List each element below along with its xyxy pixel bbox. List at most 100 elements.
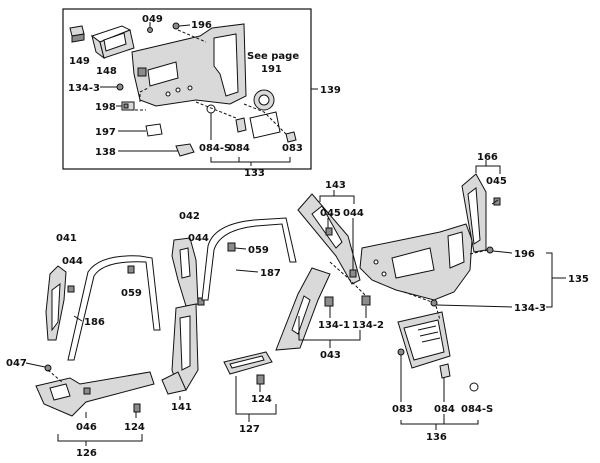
- callout-135: 135: [568, 274, 589, 285]
- part-083-clip-top: [285, 131, 297, 143]
- part-134-1-clip: [324, 296, 334, 307]
- part-133-lid: [249, 111, 281, 139]
- assembly-line-8: [469, 249, 489, 255]
- callout-133: 133: [244, 168, 265, 179]
- bracket-127: [235, 376, 277, 415]
- part-042-center-pillar: [171, 237, 199, 307]
- callout-047: 047: [6, 358, 27, 369]
- callout-059-center: 059: [248, 245, 269, 256]
- part-187-weatherstrip: [201, 217, 297, 301]
- callout-046: 046: [76, 422, 97, 433]
- part-059-clip-center: [227, 242, 247, 252]
- callout-084s-top: 084-S: [199, 143, 231, 154]
- part-124-clip-center: [256, 374, 265, 392]
- part-197-cover: [118, 123, 163, 137]
- callout-126: 126: [76, 448, 97, 459]
- part-149-clip: [69, 25, 85, 43]
- callout-084-top: 084: [229, 143, 250, 154]
- assembly-line-6: [47, 369, 63, 383]
- callout-134-3-top: 134-3: [68, 83, 100, 94]
- part-043-arch-trim: [275, 267, 331, 351]
- callout-see-page: See page: [247, 51, 299, 62]
- callout-044-left: 044: [62, 256, 83, 267]
- part-127-scuff-plate: [223, 351, 273, 375]
- part-136-compartment-lid: [397, 311, 451, 369]
- part-041-pillar-trim: [45, 265, 67, 341]
- callout-041: 041: [56, 233, 77, 244]
- bracket-135: [546, 252, 553, 308]
- callout-134-2: 134-2: [352, 320, 384, 331]
- callout-187: 187: [260, 268, 281, 279]
- callout-143: 143: [325, 180, 346, 191]
- callout-084-right: 084: [434, 404, 455, 415]
- callout-197: 197: [95, 127, 116, 138]
- assembly-line-10: [435, 305, 441, 321]
- part-124-clip-left: [133, 403, 141, 413]
- callout-166: 166: [477, 152, 498, 163]
- callout-127: 127: [239, 424, 260, 435]
- part-139-panel: [131, 23, 247, 107]
- callout-186: 186: [84, 317, 105, 328]
- leader-187: [235, 269, 259, 273]
- bracket-133: [210, 157, 291, 163]
- bracket-126: [57, 434, 143, 442]
- leader-186: [73, 315, 83, 322]
- leader-045-right: [491, 199, 499, 205]
- callout-149: 149: [69, 56, 90, 67]
- callout-124-left: 124: [124, 422, 145, 433]
- callout-084s-right: 084-S: [461, 404, 493, 415]
- callout-042: 042: [179, 211, 200, 222]
- callout-196-right: 196: [514, 249, 535, 260]
- callout-148: 148: [96, 66, 117, 77]
- callout-139: 139: [320, 85, 341, 96]
- bracket-166: [475, 165, 501, 174]
- callout-see-page-number: 191: [261, 64, 282, 75]
- part-166-pillar-trim: [461, 173, 487, 253]
- callout-136: 136: [426, 432, 447, 443]
- part-084-bracket-right: [439, 363, 451, 402]
- part-045-clip-right: [493, 197, 501, 206]
- part-083-clip-right: [397, 348, 405, 402]
- part-138-lamp: [118, 143, 195, 157]
- callout-141: 141: [171, 402, 192, 413]
- part-198-hook: [116, 101, 135, 111]
- part-135-quarter-trim: [359, 223, 473, 301]
- assembly-line-3: [195, 101, 237, 119]
- assembly-line-1: [139, 87, 149, 102]
- callout-083-top: 083: [282, 143, 303, 154]
- bracket-136: [400, 420, 479, 425]
- part-196-clip-right: [486, 246, 513, 254]
- callout-198: 198: [95, 102, 116, 113]
- part-143-quarter-pillar: [297, 193, 361, 285]
- assembly-line-7: [329, 261, 367, 297]
- part-084-bracket-top: [235, 117, 247, 133]
- part-084s-screw-right: [469, 382, 479, 392]
- callout-134-3-right: 134-3: [514, 303, 546, 314]
- part-045-clip-mid: [325, 227, 333, 236]
- part-134-3-clip-right: [430, 299, 513, 308]
- callout-049: 049: [142, 14, 163, 25]
- part-049-screw: [147, 22, 153, 33]
- part-084s-screw-top: [206, 104, 216, 140]
- part-046-scuff-plate: [35, 371, 155, 417]
- part-044-clip-center: [197, 297, 205, 306]
- callout-134-1: 134-1: [318, 320, 350, 331]
- callout-196-top: 196: [191, 20, 212, 31]
- assembly-line-5: [177, 29, 207, 43]
- callout-044-center: 044: [188, 233, 209, 244]
- part-148-bracket: [90, 25, 135, 60]
- callout-043: 043: [320, 350, 341, 361]
- part-141-lower-pillar: [161, 303, 199, 395]
- part-186-weatherstrip: [67, 255, 161, 361]
- callout-138: 138: [95, 147, 116, 158]
- bracket-143: [319, 195, 355, 204]
- part-196-clip-top: [172, 22, 191, 30]
- part-044-clip-left: [67, 285, 75, 293]
- part-044-clip-mid: [349, 269, 357, 278]
- callout-045-right: 045: [486, 176, 507, 187]
- assembly-line-4: [243, 103, 287, 135]
- callout-124-center: 124: [251, 394, 272, 405]
- part-134-3-clip-top: [100, 83, 124, 91]
